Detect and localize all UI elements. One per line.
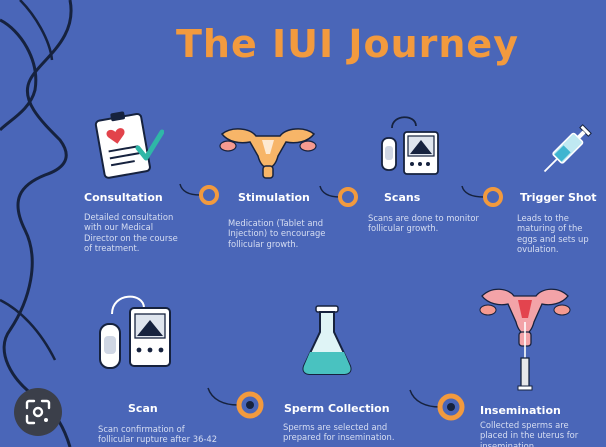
- step-desc-consultation: Detailed consultation with our Medical D…: [84, 212, 178, 254]
- uterus-catheter-icon: [479, 288, 571, 391]
- syringe-icon: [543, 124, 592, 173]
- timeline-node: [461, 185, 503, 207]
- uterus-icon: [219, 128, 317, 179]
- step-desc-insemination: Collected sperms are placed in the uteru…: [480, 420, 579, 447]
- lens-search-button[interactable]: [14, 388, 62, 436]
- step-desc-stimulation: Medication (Tablet and Injection) to enc…: [228, 218, 326, 249]
- ultrasound-machine-icon: [99, 295, 171, 369]
- ultrasound-machine-icon: [381, 116, 439, 175]
- step-title-stimulation: Stimulation: [238, 191, 310, 204]
- timeline-node: [409, 389, 465, 421]
- step-title-scans: Scans: [384, 191, 421, 204]
- clipboard-heart-icon: [94, 111, 164, 179]
- step-title-consultation: Consultation: [84, 191, 163, 204]
- timeline-node: [319, 185, 358, 207]
- step-desc-sperm-collection: Sperms are selected and prepared for ins…: [283, 422, 395, 443]
- step-title-trigger-shot: Trigger Shot: [520, 191, 597, 204]
- page-title: The IUI Journey: [176, 22, 519, 66]
- step-title-sperm-collection: Sperm Collection: [284, 402, 390, 415]
- flask-icon: [302, 305, 352, 375]
- step-desc-scan: Scan confirmation of follicular rupture …: [98, 424, 218, 445]
- step-desc-scans: Scans are done to monitor follicular gro…: [368, 213, 479, 234]
- step-title-scan: Scan: [128, 402, 158, 415]
- timeline-node: [179, 183, 219, 205]
- step-title-insemination: Insemination: [480, 404, 561, 417]
- lens-search-icon: [25, 399, 51, 425]
- timeline-node: [207, 387, 264, 419]
- step-desc-trigger-shot: Leads to the maturing of the eggs and se…: [517, 213, 589, 255]
